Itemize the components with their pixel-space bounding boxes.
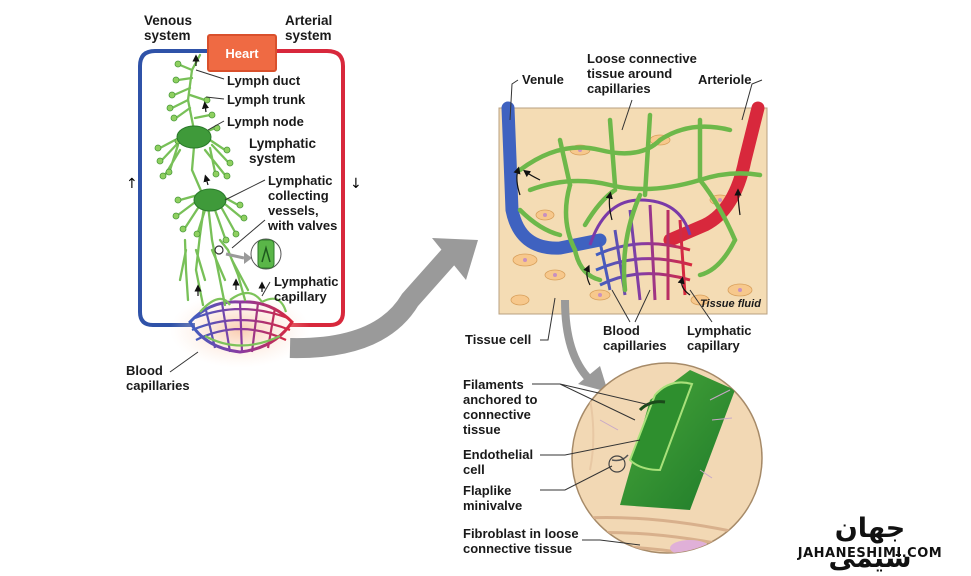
zoom-arrow <box>561 299 608 392</box>
up-arrow-icon: ↑ <box>126 176 138 192</box>
lymphatic-system-label: Lymphatic system <box>249 136 317 166</box>
lymphatic-capillary-right-label: Lymphatic capillary <box>687 323 752 353</box>
loose-ct-label: Loose connective tissue around capillari… <box>587 51 697 96</box>
lymph-duct-label: Lymph duct <box>227 73 301 88</box>
down-arrow-icon: ↓ <box>350 176 362 192</box>
lymph-trunk-label: Lymph trunk <box>227 92 306 107</box>
tissue-box <box>498 101 768 315</box>
circulation-loop <box>138 49 345 327</box>
logo-text-fa: جهان شیمی <box>828 513 912 574</box>
filaments-label: Filaments anchored to connective tissue <box>463 377 538 437</box>
lymph-node-label: Lymph node <box>227 114 304 129</box>
tissue-fluid-label: Tissue fluid <box>700 298 761 310</box>
tissue-cell-label: Tissue cell <box>465 332 532 347</box>
jahaneshimi-logo: جهان شیمی JAHANESHIMI.COM <box>790 514 950 574</box>
heart-box: Heart <box>207 34 277 72</box>
blood-capillaries-left-label: Blood capillaries <box>126 363 190 393</box>
valve-magnifier <box>214 238 282 270</box>
fibroblast-label: Fibroblast in loose connective tissue <box>463 526 579 556</box>
arterial-system-label: Arterial system <box>285 13 333 43</box>
venule-label: Venule <box>522 72 564 87</box>
collecting-vessels-label: Lymphatic collecting vessels, with valve… <box>268 173 338 233</box>
logo-text-en: JAHANESHIMI.COM <box>797 546 943 561</box>
arteriole-label: Arteriole <box>698 72 752 87</box>
lymphatic-capillary-left-label: Lymphatic capillary <box>274 274 339 304</box>
venous-system-label: Venous system <box>144 13 193 43</box>
flow-arrows-left <box>192 54 266 296</box>
leader-lines-left <box>169 69 271 373</box>
endothelial-cell-label: Endothelial cell <box>463 447 534 477</box>
big-arrow <box>289 238 478 359</box>
leader-lines-right <box>509 79 763 341</box>
blood-capillaries-right-label: Blood capillaries <box>603 323 667 353</box>
lymphatic-tree <box>158 53 250 307</box>
leader-lines-circle <box>532 383 651 546</box>
flaplike-minivalve-label: Flaplike minivalve <box>463 483 523 513</box>
